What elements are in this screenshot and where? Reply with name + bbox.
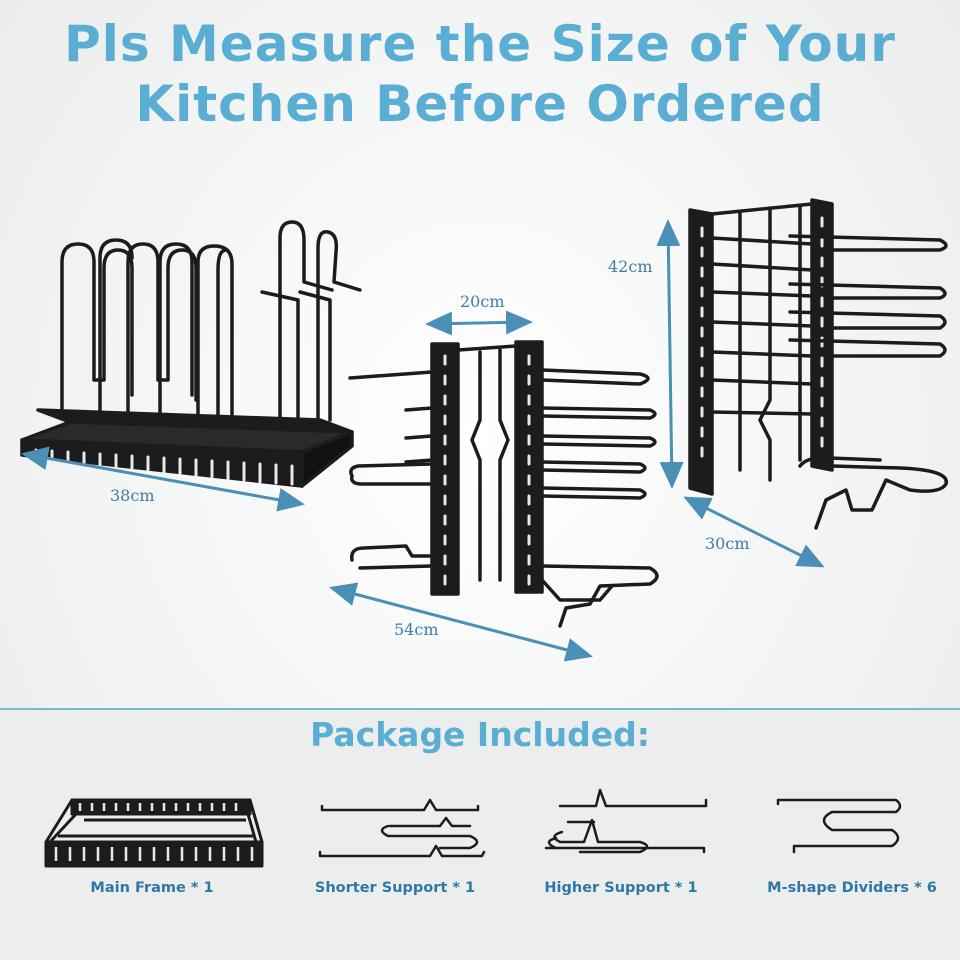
m-shape-divider-icon — [776, 798, 902, 854]
rack1-width-arrow — [21, 446, 305, 512]
package-item-m-shape-dividers: M-shape Dividers * 6 — [767, 880, 937, 896]
main-frame-icon — [44, 798, 264, 868]
product-illustrations — [20, 198, 948, 662]
headline-line-1: Pls Measure the Size of Your — [64, 15, 896, 73]
rack3-height-arrow — [656, 219, 684, 489]
rack2-depth-arrow — [425, 310, 533, 336]
rack3-width-arrow — [683, 496, 825, 568]
package-title: Package Included: — [310, 715, 650, 754]
dimension-label-rack2-length: 54cm — [394, 620, 439, 639]
rack-vertical-side-image — [688, 198, 948, 530]
package-item-shorter-support: Shorter Support * 1 — [314, 880, 476, 896]
higher-support-icon — [544, 788, 708, 854]
section-divider — [0, 708, 960, 710]
dimension-label-rack2-depth: 20cm — [460, 292, 505, 311]
dimension-label-rack3-height: 42cm — [608, 257, 653, 276]
package-item-main-frame: Main Frame * 1 — [90, 880, 214, 896]
shorter-support-icon — [318, 798, 486, 858]
package-item-higher-support: Higher Support * 1 — [544, 880, 698, 896]
dimension-label-rack3-width: 30cm — [705, 534, 750, 553]
dimension-label-rack1-width: 38cm — [110, 486, 155, 505]
headline: Pls Measure the Size of Your Kitchen Bef… — [0, 14, 960, 134]
headline-line-2: Kitchen Before Ordered — [135, 75, 825, 133]
rack2-length-arrow — [329, 582, 593, 662]
